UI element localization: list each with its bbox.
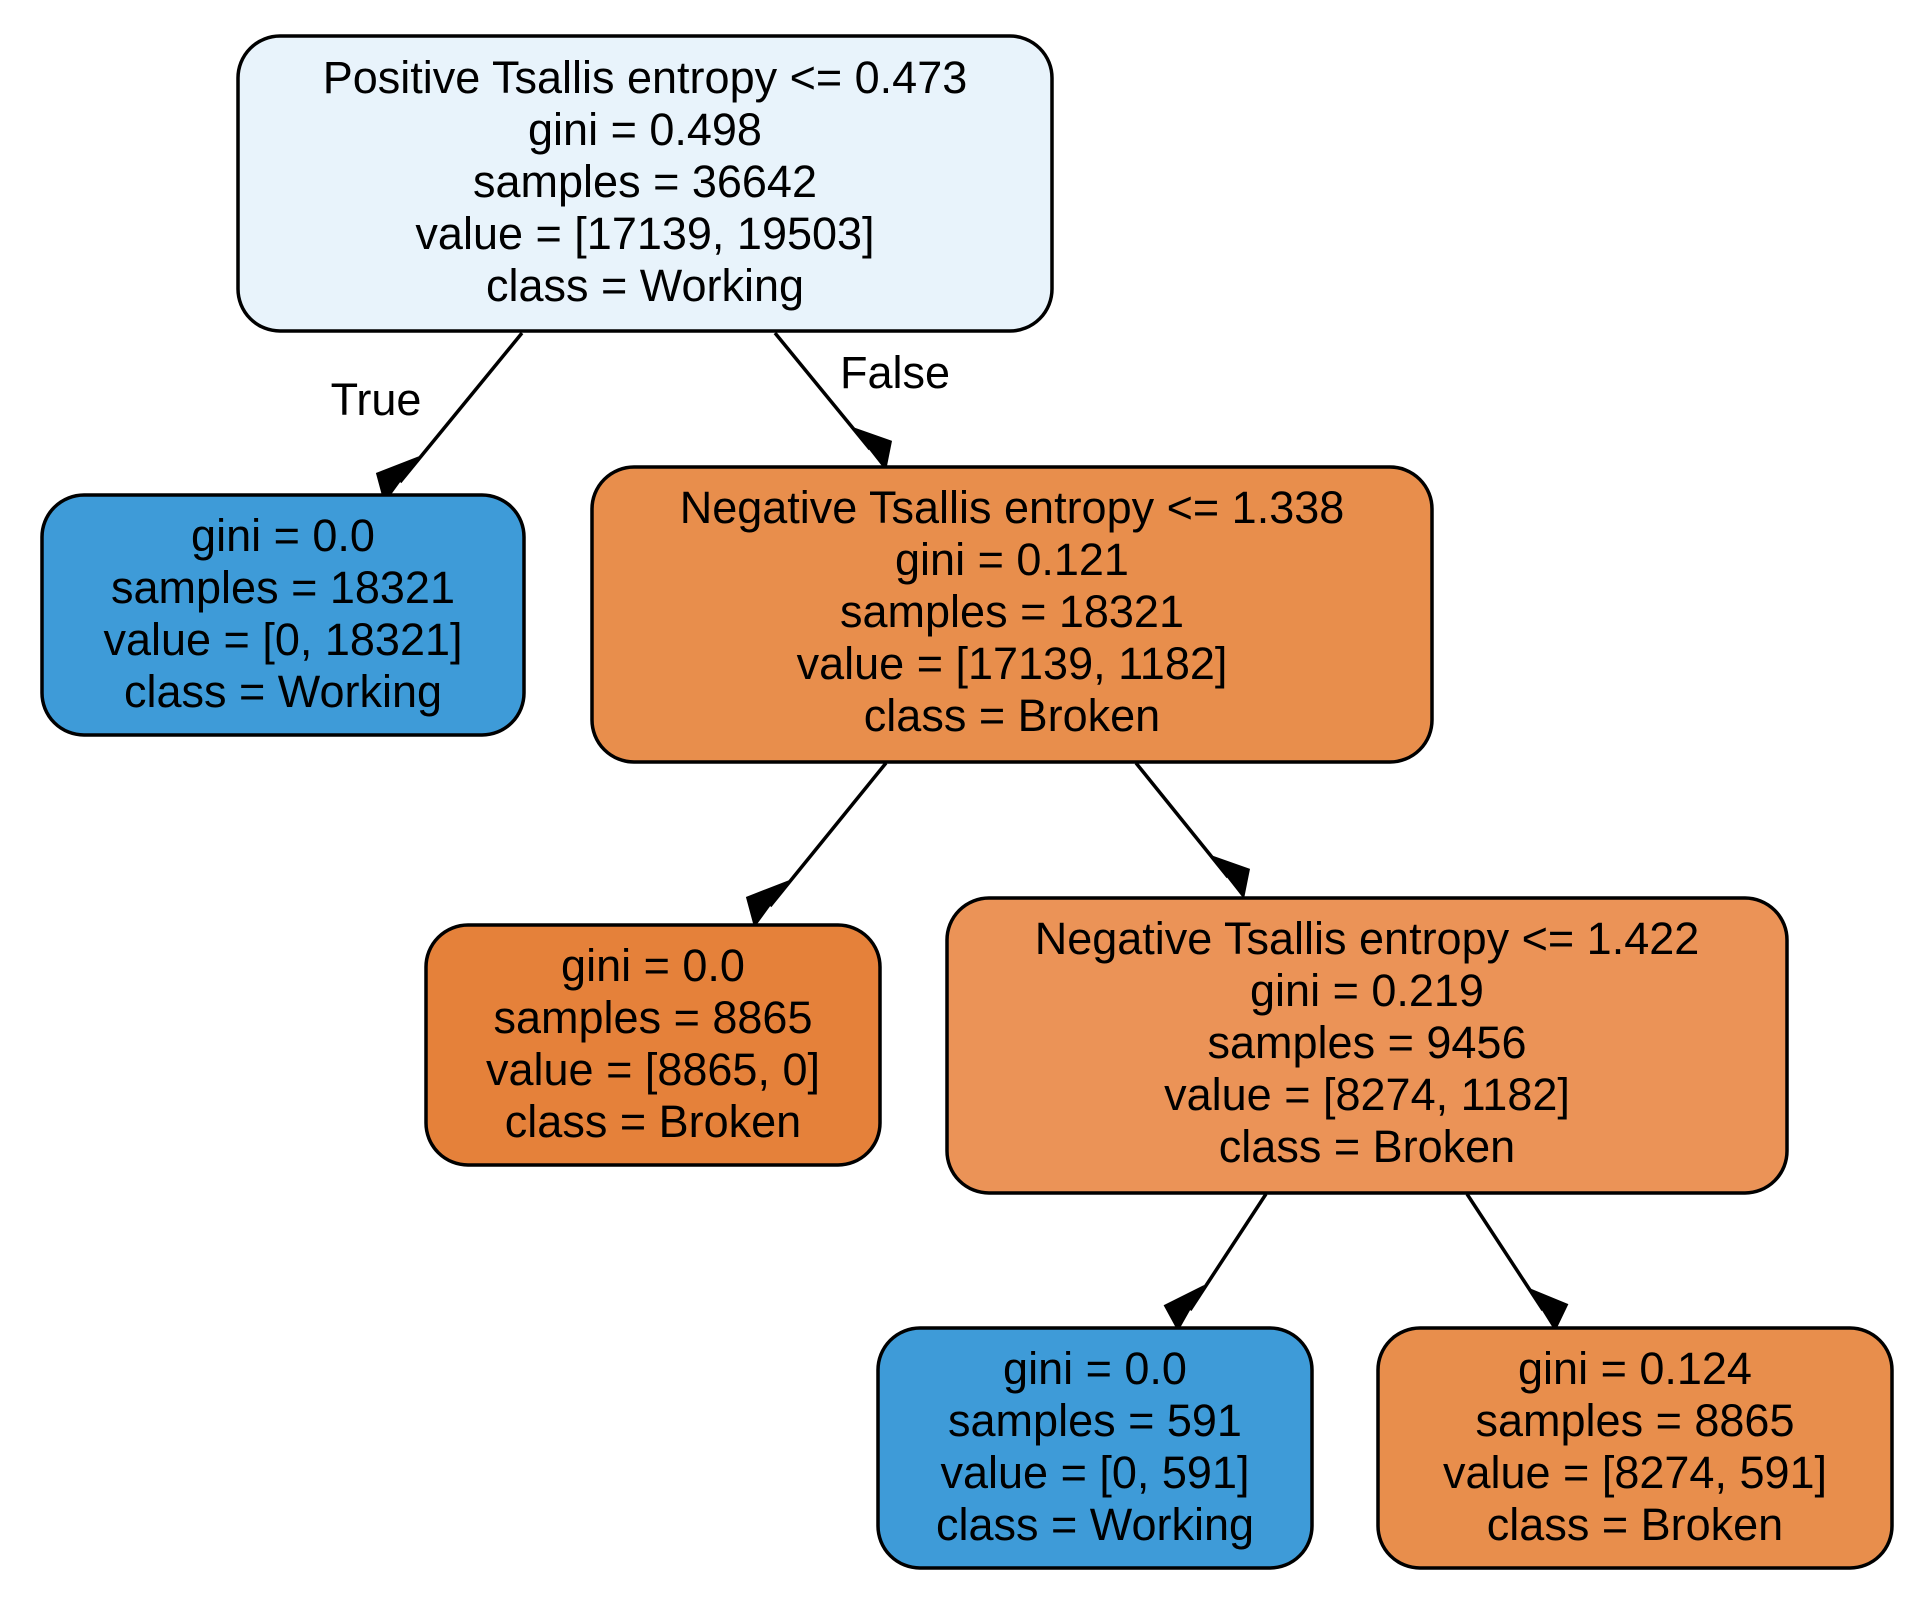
edge-root-to-left: True bbox=[331, 331, 524, 504]
node-samples: samples = 18321 bbox=[111, 562, 455, 613]
node-condition: Negative Tsallis entropy <= 1.338 bbox=[680, 482, 1345, 533]
edge-split-1-to-split-2 bbox=[1134, 761, 1251, 900]
node-value: value = [17139, 1182] bbox=[797, 638, 1228, 689]
node-gini: gini = 0.0 bbox=[561, 940, 745, 991]
tree-node-leaf-broken-8865: gini = 0.0 samples = 8865 value = [8865,… bbox=[424, 923, 882, 1167]
node-condition: Negative Tsallis entropy <= 1.422 bbox=[1035, 913, 1700, 964]
node-samples: samples = 18321 bbox=[840, 586, 1184, 637]
arrowhead-icon bbox=[1208, 854, 1251, 900]
edge-split-2-to-leaf-broken bbox=[1465, 1193, 1569, 1332]
node-box bbox=[424, 923, 882, 1167]
tree-node-leaf-working-591: gini = 0.0 samples = 591 value = [0, 591… bbox=[876, 1326, 1314, 1570]
node-samples: samples = 591 bbox=[948, 1395, 1242, 1446]
arrowhead-icon bbox=[375, 456, 419, 504]
tree-node-left-leaf: gini = 0.0 samples = 18321 value = [0, 1… bbox=[40, 493, 526, 737]
node-value: value = [8274, 591] bbox=[1443, 1447, 1827, 1498]
node-value: value = [0, 18321] bbox=[103, 614, 462, 665]
arrowhead-icon bbox=[745, 880, 789, 928]
node-box bbox=[945, 896, 1789, 1195]
node-condition: Positive Tsallis entropy <= 0.473 bbox=[323, 52, 968, 103]
node-value: value = [0, 591] bbox=[941, 1447, 1250, 1498]
node-samples: samples = 8865 bbox=[1476, 1395, 1795, 1446]
node-value: value = [17139, 19503] bbox=[415, 208, 874, 259]
node-box bbox=[1376, 1326, 1894, 1570]
tree-node-root: Positive Tsallis entropy <= 0.473 gini =… bbox=[236, 34, 1054, 333]
edge-split-2-to-leaf-working bbox=[1163, 1193, 1268, 1332]
tree-node-split-1: Negative Tsallis entropy <= 1.338 gini =… bbox=[590, 465, 1434, 764]
node-gini: gini = 0.121 bbox=[895, 534, 1129, 585]
edge-label-true: True bbox=[331, 374, 422, 425]
node-value: value = [8865, 0] bbox=[486, 1044, 820, 1095]
node-class: class = Working bbox=[936, 1499, 1254, 1550]
arrowhead-icon bbox=[1163, 1284, 1205, 1332]
arrowhead-icon bbox=[850, 426, 893, 472]
node-gini: gini = 0.0 bbox=[191, 510, 375, 561]
node-class: class = Working bbox=[124, 666, 442, 717]
edge-label-false: False bbox=[840, 347, 950, 398]
tree-node-leaf-broken-8274: gini = 0.124 samples = 8865 value = [827… bbox=[1376, 1326, 1894, 1570]
node-box bbox=[236, 34, 1054, 333]
node-gini: gini = 0.498 bbox=[528, 104, 762, 155]
node-box bbox=[876, 1326, 1314, 1570]
node-gini: gini = 0.0 bbox=[1003, 1343, 1187, 1394]
node-box bbox=[590, 465, 1434, 764]
node-samples: samples = 9456 bbox=[1208, 1017, 1527, 1068]
tree-node-split-2: Negative Tsallis entropy <= 1.422 gini =… bbox=[945, 896, 1789, 1195]
node-class: class = Working bbox=[486, 260, 804, 311]
node-class: class = Broken bbox=[1219, 1121, 1515, 1172]
node-class: class = Broken bbox=[505, 1096, 801, 1147]
node-value: value = [8274, 1182] bbox=[1164, 1069, 1570, 1120]
node-samples: samples = 36642 bbox=[473, 156, 817, 207]
edge-split-1-to-leaf-broken bbox=[745, 761, 888, 928]
node-gini: gini = 0.219 bbox=[1250, 965, 1484, 1016]
node-samples: samples = 8865 bbox=[494, 992, 813, 1043]
node-class: class = Broken bbox=[864, 690, 1160, 741]
edge-root-to-split-1: False bbox=[773, 331, 950, 472]
node-class: class = Broken bbox=[1487, 1499, 1783, 1550]
node-box bbox=[40, 493, 526, 737]
arrowhead-icon bbox=[1527, 1287, 1569, 1332]
node-gini: gini = 0.124 bbox=[1518, 1343, 1752, 1394]
